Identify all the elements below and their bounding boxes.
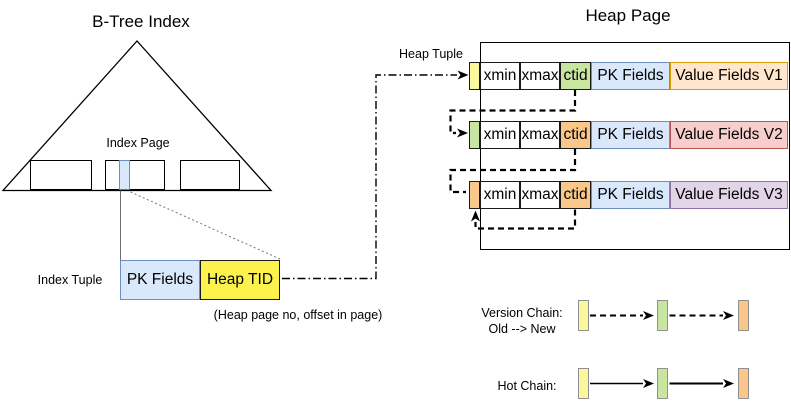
btree-title: B-Tree Index (92, 12, 190, 31)
index-tuple-pk-fields-cell: PK Fields (120, 260, 200, 300)
value-fields-cell-1: Value Fields V1 (670, 62, 788, 90)
version-chain-swatch-green (657, 300, 668, 331)
pk-fields-cell-2: PK Fields (591, 121, 670, 149)
btree-leaf-node-middle (105, 160, 165, 190)
ctid-cell-3: ctid (560, 181, 591, 209)
index-page-highlight-cell (119, 160, 130, 190)
ctid-cell-2: ctid (560, 121, 591, 149)
xmax-cell-3: xmax (520, 181, 560, 209)
version-chain-label: Version Chain: Old --> New (462, 305, 582, 337)
hot-chain-swatch-yellow (578, 368, 589, 399)
xmax-cell-1: xmax (520, 62, 560, 90)
hot-chain-swatch-green (657, 368, 668, 399)
hot-chain-label: Hot Chain: (497, 379, 557, 393)
heap-tuple-row-3: xmin xmax ctid PK Fields Value Fields V3 (469, 181, 788, 209)
legend-hot-arrowhead-1 (643, 379, 654, 388)
ctid-cell-1: ctid (560, 62, 591, 90)
btree-leaf-node-right (180, 160, 240, 190)
btree-leaf-node-left (30, 160, 92, 190)
pk-fields-cell-1: PK Fields (591, 62, 670, 90)
index-cell-to-tuple-dotted-line (130, 191, 281, 260)
index-tuple-label: Index Tuple (37, 273, 103, 287)
heap-tid-connector-arrowhead (457, 70, 469, 80)
heap-tid-connector-line (282, 74, 457, 280)
heap-page-title: Heap Page (585, 6, 671, 25)
index-tuple-heap-tid-cell: Heap TID (200, 260, 280, 300)
version-chain-label-line1: Version Chain: (481, 306, 563, 320)
version-chain-swatch-yellow (578, 300, 589, 331)
xmin-cell-3: xmin (480, 181, 520, 209)
legend-hot-arrowhead-2 (723, 379, 734, 388)
heap-tuple-row-1: xmin xmax ctid PK Fields Value Fields V1 (469, 62, 788, 90)
line-pointer-cell-1 (469, 62, 480, 90)
xmax-cell-2: xmax (520, 121, 560, 149)
xmin-cell-1: xmin (480, 62, 520, 90)
hot-chain-swatch-orange (738, 368, 749, 399)
version-chain-swatch-orange (738, 300, 749, 331)
line-pointer-cell-2 (469, 121, 480, 149)
heap-tid-note: (Heap page no, offset in page) (213, 308, 383, 322)
pk-fields-cell-3: PK Fields (591, 181, 670, 209)
index-page-label: Index Page (106, 136, 170, 150)
version-chain-arrowhead-3 (471, 210, 480, 222)
heap-tuple-label: Heap Tuple (399, 47, 463, 61)
xmin-cell-2: xmin (480, 121, 520, 149)
value-fields-cell-2: Value Fields V2 (670, 121, 788, 149)
version-chain-label-line2: Old --> New (488, 322, 556, 336)
legend-version-arrowhead-1 (643, 311, 654, 320)
line-pointer-cell-3 (469, 181, 480, 209)
value-fields-cell-3: Value Fields V3 (670, 181, 788, 209)
version-chain-arrowhead-1 (457, 128, 468, 138)
heap-tuple-row-2: xmin xmax ctid PK Fields Value Fields V2 (469, 121, 788, 149)
legend-version-arrowhead-2 (723, 311, 734, 320)
